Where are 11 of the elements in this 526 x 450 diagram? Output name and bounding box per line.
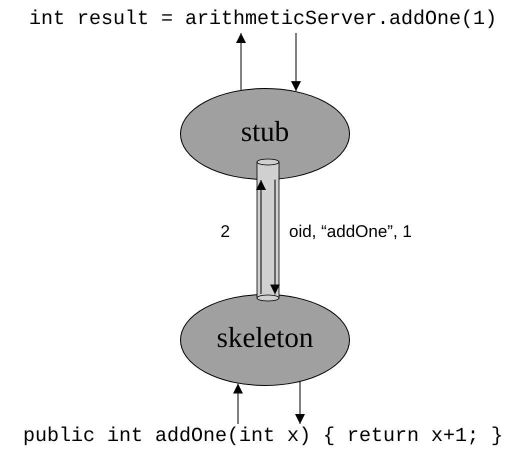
arrow — [291, 32, 301, 92]
component-label: stub — [240, 116, 290, 149]
arrow — [256, 179, 266, 295]
arrow — [295, 381, 305, 424]
component-label: skeleton — [216, 322, 314, 355]
edge-label: oid, “addOne”, 1 — [289, 222, 412, 242]
code-line: public int addOne(int x) { return x+1; } — [3, 426, 523, 448]
code-line: int result = arithmeticServer.addOne(1) — [13, 9, 513, 31]
arrow — [233, 383, 243, 424]
arrow — [270, 179, 280, 295]
arrow — [236, 32, 246, 90]
